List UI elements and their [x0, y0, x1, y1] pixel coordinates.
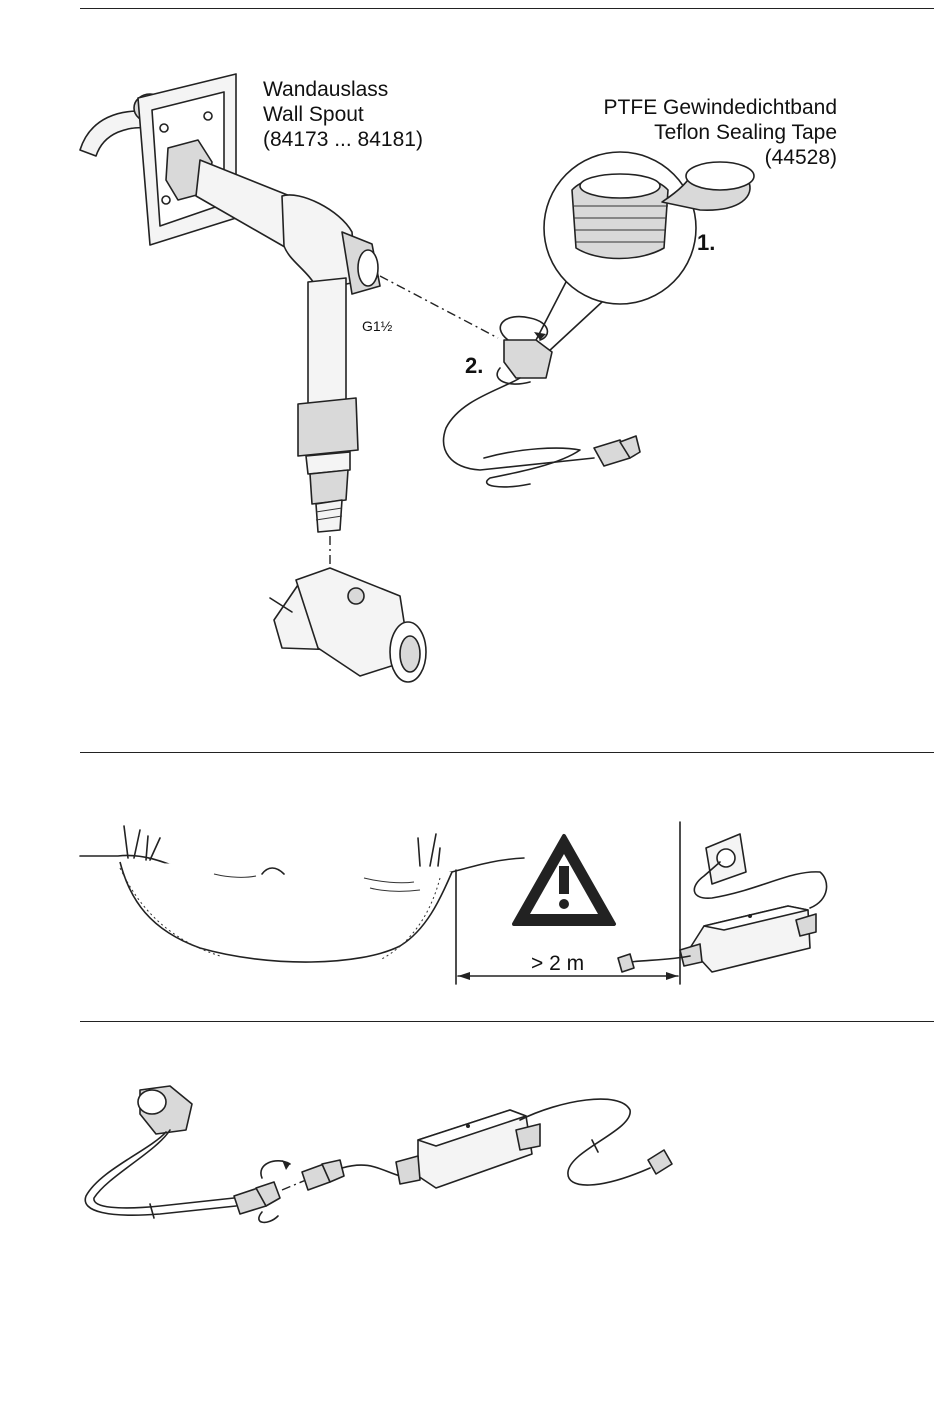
cable-connection-illustration [0, 0, 950, 1402]
